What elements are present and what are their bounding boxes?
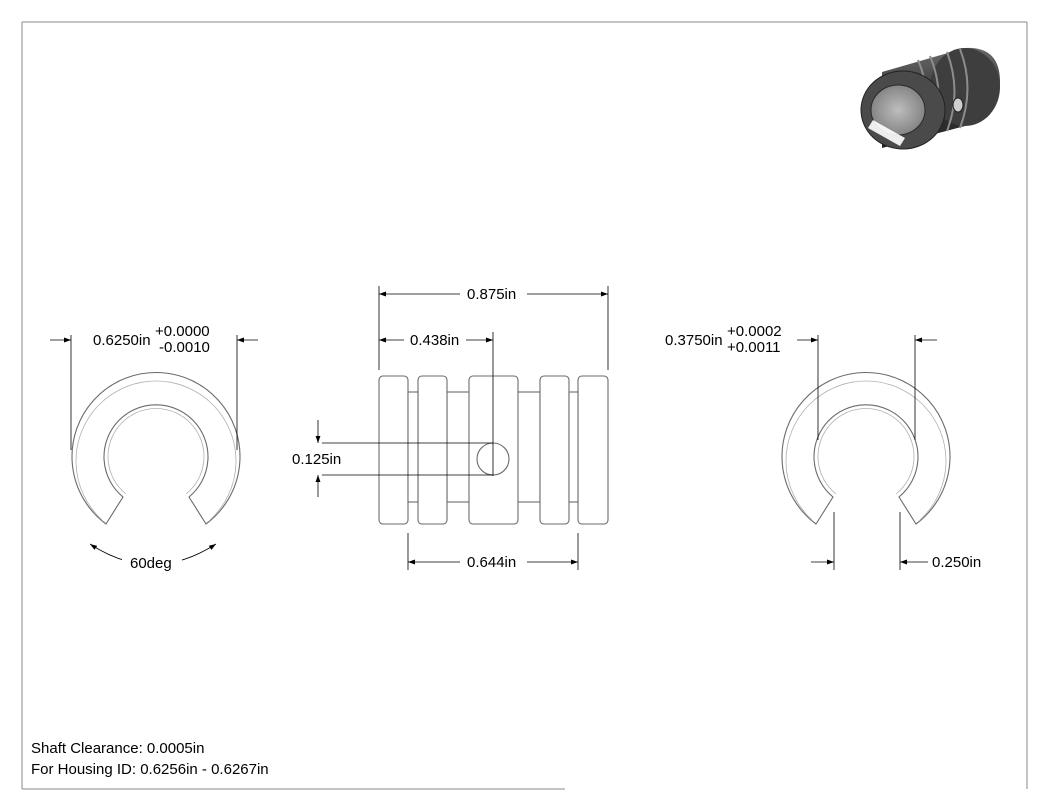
hole-position: 0.438in <box>410 332 459 349</box>
drawing-border <box>21 21 1028 790</box>
groove-span: 0.644in <box>467 554 516 571</box>
outer-ring-right <box>577 375 609 525</box>
id-value: 0.3750in <box>665 332 723 349</box>
left-c-ring-outline <box>71 371 241 525</box>
id-tol-minus: +0.0011 <box>727 339 781 356</box>
id-tol-plus: +0.0002 <box>727 323 782 340</box>
od-value: 0.6250in <box>93 332 151 349</box>
slot-width: 0.250in <box>932 554 981 571</box>
right-c-ring-outline <box>781 371 951 525</box>
shaft-clearance-note: Shaft Clearance: 0.0005in <box>31 740 205 757</box>
gap-angle: 60deg <box>130 555 172 572</box>
front-side-view <box>378 375 609 525</box>
right-end-view: 0.3750in +0.0002 +0.0011 0.250in <box>665 323 981 571</box>
housing-id-note: For Housing ID: 0.6256in - 0.6267in <box>31 761 269 778</box>
od-tol-minus: -0.0010 <box>159 339 210 356</box>
groove-ring-left <box>417 375 448 525</box>
left-end-view: 0.6250in +0.0000 -0.0010 60deg <box>50 323 258 572</box>
groove-ring-right <box>539 375 570 525</box>
hole-diameter: 0.125in <box>292 451 341 468</box>
od-tol-plus: +0.0000 <box>155 323 210 340</box>
front-view-dimensions <box>315 286 609 570</box>
overall-length: 0.875in <box>467 286 516 303</box>
outer-ring-left <box>378 375 409 525</box>
bearing-3d-icon <box>860 47 1000 150</box>
